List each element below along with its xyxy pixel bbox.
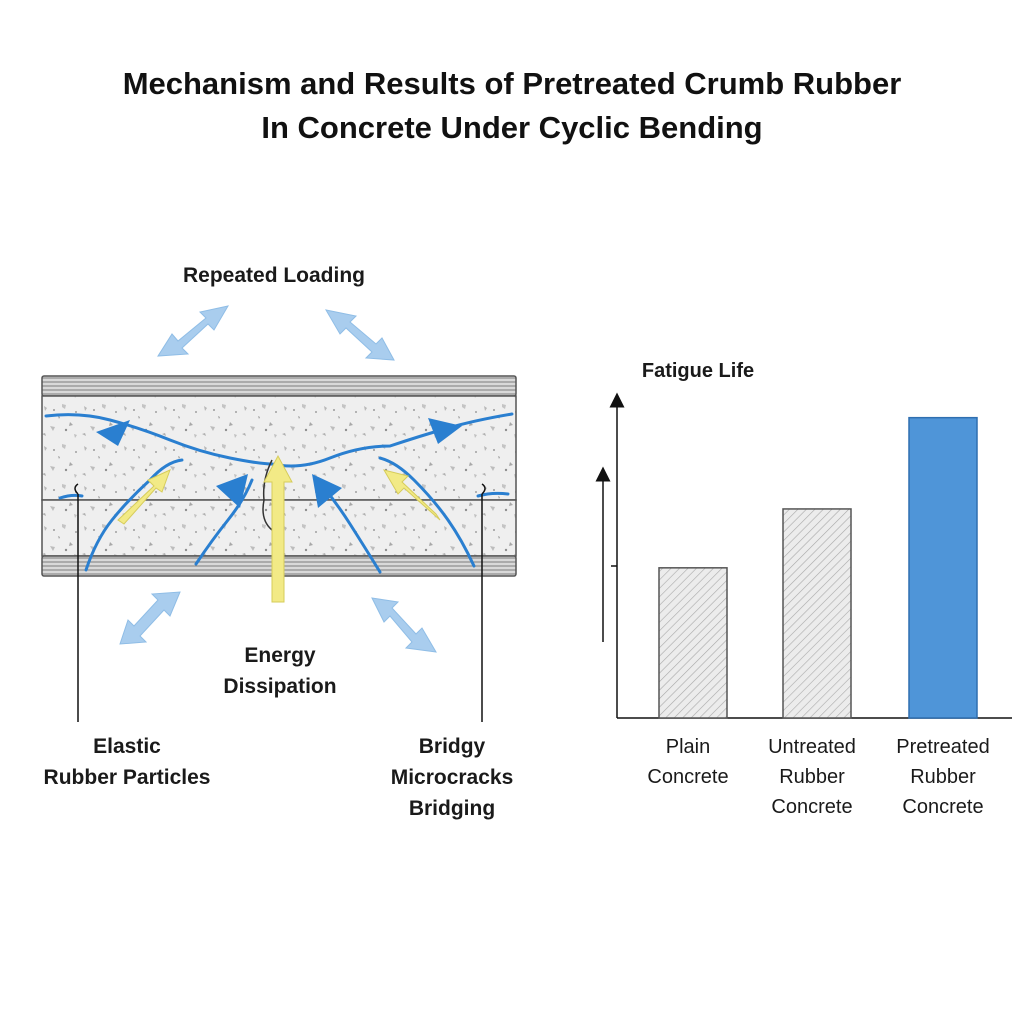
crack-right-end [476, 491, 510, 498]
load-arrow-top-right [325, 309, 395, 361]
category-pretreated-line-3: Concrete [902, 796, 984, 818]
category-pretreated-line-1: Pretreated [896, 736, 990, 758]
callout-lines [74, 483, 486, 722]
load-arrow-bottom-right [371, 597, 437, 653]
title-line-1: Mechanism and Results of Pretreated Crum… [122, 66, 902, 101]
loading-label: Repeated Loading [160, 260, 388, 291]
category-label-plain: Plain Concrete [628, 732, 748, 792]
bar-plain-concrete [658, 567, 728, 719]
bridging-label-line-1: Bridgy [418, 735, 486, 758]
category-untreated-line-2: Rubber [779, 766, 845, 788]
callout-line-elastic [74, 483, 79, 722]
crack-arrowheads [96, 418, 462, 508]
category-plain-line-1: Plain [665, 736, 711, 758]
bridging-label: Bridgy Microcracks Bridging [370, 731, 534, 824]
load-arrow-bottom-left [119, 591, 181, 645]
energy-arrow-center [263, 454, 293, 603]
elastic-label-line-1: Elastic [93, 735, 161, 758]
crack-mid-left [194, 478, 254, 566]
elastic-label-line-2: Rubber Particles [43, 766, 211, 789]
chart-bars [658, 416, 978, 719]
chart-y-label-text: Fatigue Life [641, 360, 755, 382]
category-label-pretreated: Pretreated Rubber Concrete [878, 732, 1008, 822]
category-label-untreated: Untreated Rubber Concrete [752, 732, 872, 822]
crack-arrowhead-mid-right [312, 474, 342, 508]
bridging-label-line-3: Bridging [408, 797, 496, 820]
energy-arrows [117, 454, 441, 603]
energy-label: Energy Dissipation [190, 640, 370, 702]
energy-label-line-2: Dissipation [223, 675, 337, 698]
crack-left-lower [84, 458, 184, 572]
category-pretreated-line-2: Rubber [910, 766, 976, 788]
category-plain-line-2: Concrete [647, 766, 729, 788]
energy-arrow-left [117, 469, 171, 525]
callout-line-bridging [481, 483, 486, 722]
category-untreated-line-1: Untreated [768, 736, 856, 758]
energy-label-line-1: Energy [244, 644, 316, 667]
crack-arrowhead-right [428, 418, 462, 444]
bar-untreated-rubber-concrete [782, 508, 852, 719]
loading-label-text: Repeated Loading [182, 264, 366, 287]
crack-arrowhead-mid-left [216, 474, 248, 508]
chart-y-label: Fatigue Life [600, 356, 796, 387]
loading-arrows-top [157, 305, 395, 361]
energy-arrow-right [382, 469, 441, 521]
elastic-label: Elastic Rubber Particles [20, 731, 234, 793]
bar-pretreated-rubber-concrete [908, 416, 978, 719]
category-untreated-line-3: Concrete [771, 796, 853, 818]
title-line-2: In Concrete Under Cyclic Bending [261, 110, 763, 145]
load-arrow-top-left [157, 305, 230, 357]
crack-left-end [58, 493, 84, 500]
bridging-label-line-2: Microcracks [390, 766, 514, 789]
loading-arrows-bottom [119, 591, 437, 653]
crack-arrowhead-left [96, 420, 130, 446]
crack-right-lower [378, 456, 476, 568]
figure-title: Mechanism and Results of Pretreated Crum… [0, 62, 1024, 150]
